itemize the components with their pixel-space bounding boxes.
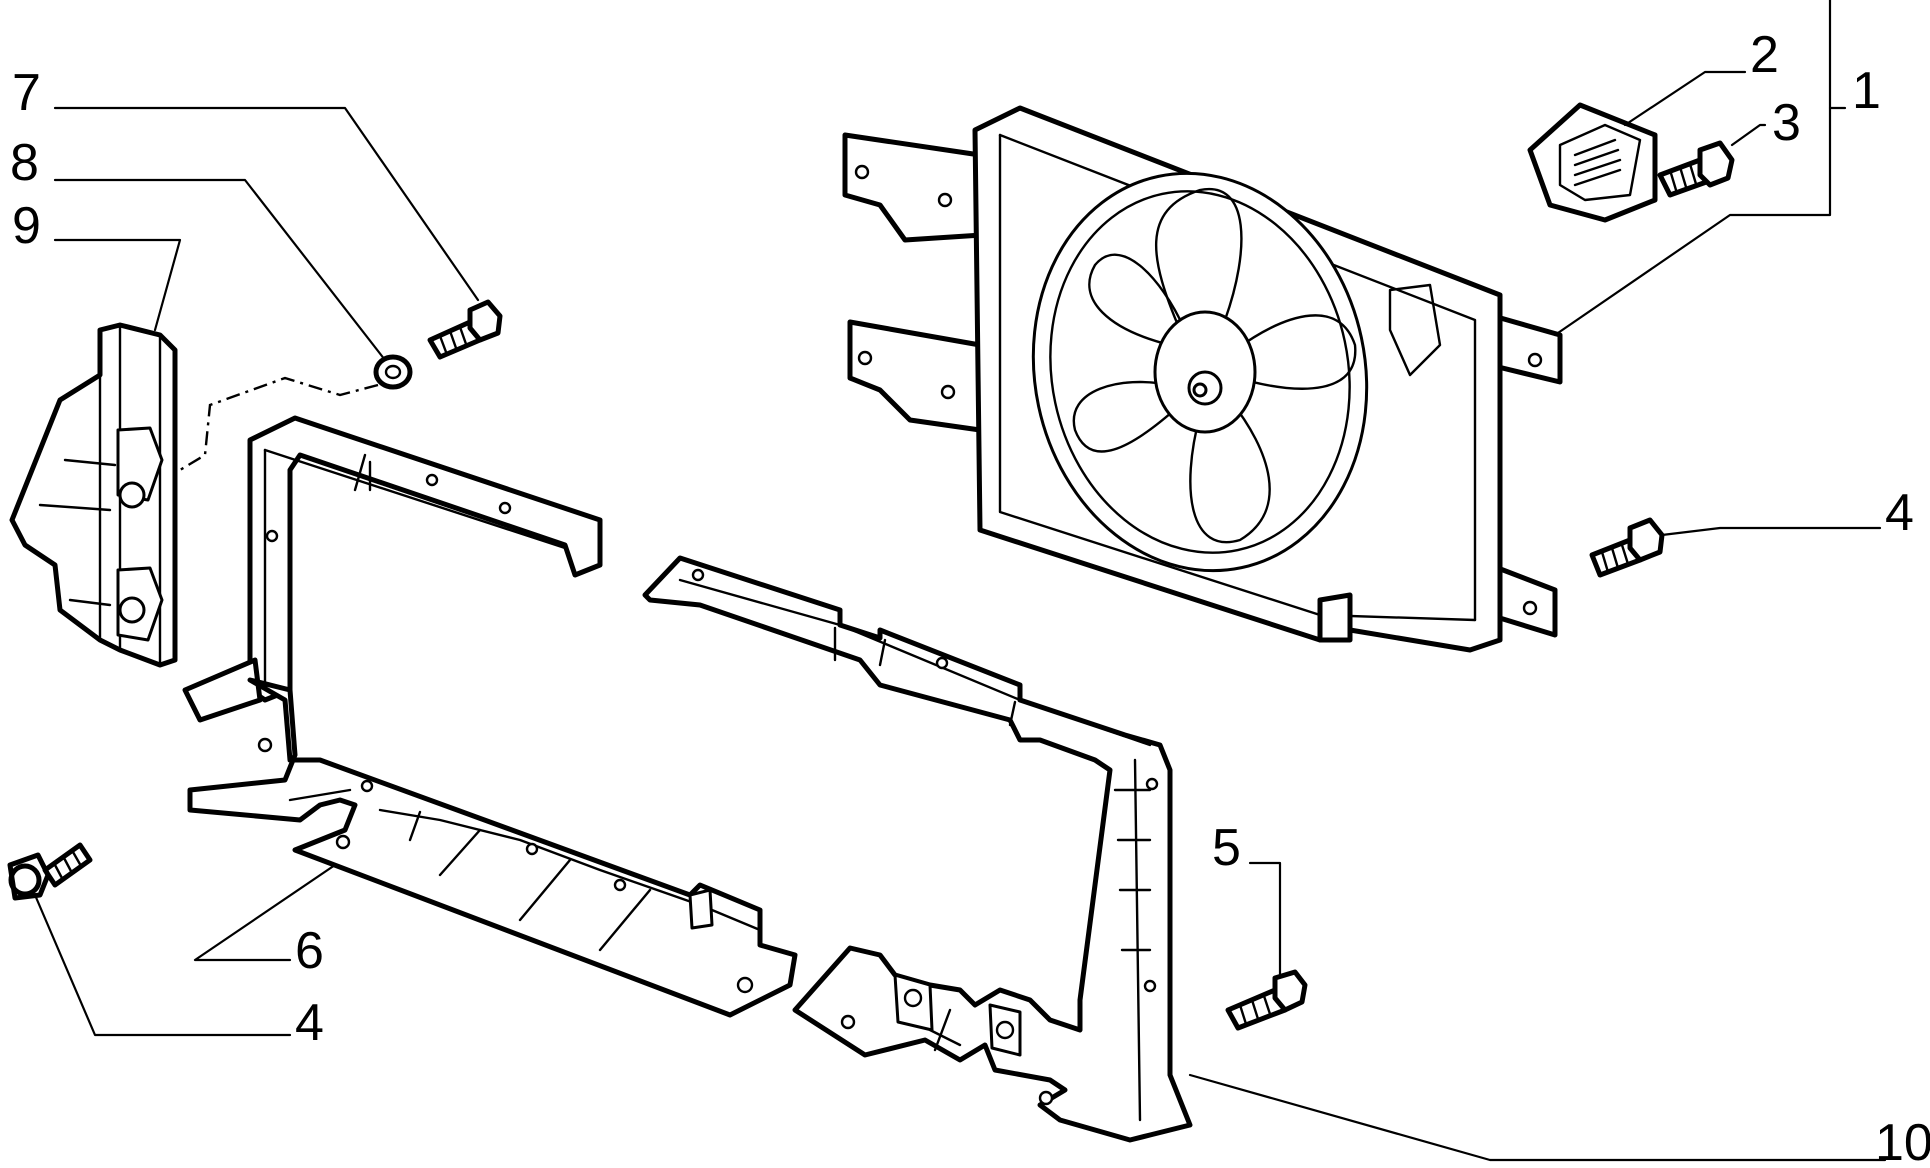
callout-9: 9 <box>12 197 41 255</box>
callout-4-right: 4 <box>1885 484 1914 542</box>
callout-2: 2 <box>1750 26 1779 84</box>
callout-numbers: 1 2 3 4 5 6 4 7 8 9 10 <box>10 26 1930 1168</box>
shroud-frame-10 <box>642 555 1193 1143</box>
left-frame-6 <box>182 415 798 1018</box>
bolt-4-left <box>7 842 93 901</box>
callout-1: 1 <box>1852 62 1881 120</box>
callout-7: 7 <box>12 64 41 122</box>
callout-6: 6 <box>295 922 324 980</box>
leader-lines <box>33 0 1887 1162</box>
fan-assembly <box>842 105 1563 653</box>
bolt-7 <box>427 299 503 360</box>
screw-3 <box>1657 140 1735 198</box>
callout-3: 3 <box>1772 94 1801 152</box>
bolt-5 <box>1225 969 1308 1031</box>
side-bracket-9 <box>9 322 178 668</box>
bolt-4-right <box>1589 517 1665 578</box>
callout-8: 8 <box>10 134 39 192</box>
callout-4-left: 4 <box>295 994 324 1052</box>
callout-5: 5 <box>1212 819 1241 877</box>
callout-10: 10 <box>1875 1114 1930 1168</box>
resistor-module <box>1527 102 1658 223</box>
washer-8 <box>373 354 413 390</box>
assembly-axis-line <box>179 376 379 472</box>
